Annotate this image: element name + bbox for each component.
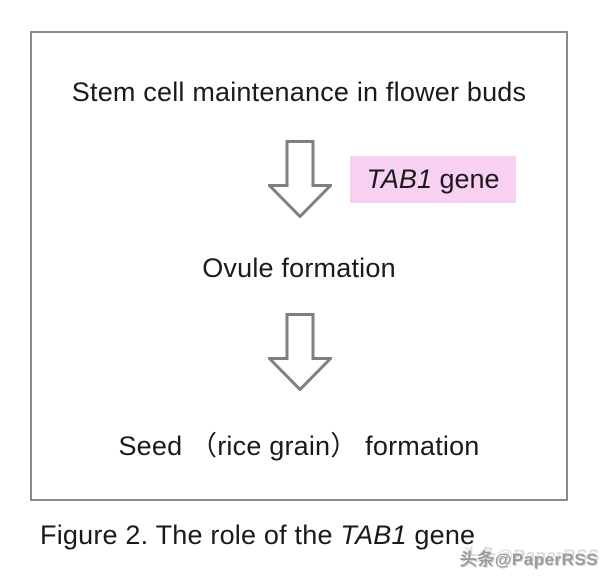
down-arrow-icon [268, 140, 332, 218]
step-stem-cell-maintenance: Stem cell maintenance in flower buds [71, 77, 527, 107]
gene-name-text: TAB1 [366, 164, 432, 194]
caption-suffix-text: gene [406, 520, 476, 550]
gene-word-text: gene [431, 164, 500, 194]
down-arrow-icon [268, 313, 332, 391]
caption-gene-text: TAB1 [340, 520, 407, 550]
watermark-text: 头条@PaperRSS [459, 550, 598, 569]
caption-prefix-text: Figure 2. The role of the [40, 520, 341, 550]
tab1-gene-highlight: TAB1 gene [350, 156, 516, 203]
step-ovule-formation: Ovule formation [202, 253, 396, 283]
figure-caption: Figure 2. The role of the TAB1 gene [40, 520, 475, 551]
step-seed-formation: Seed （rice grain） formation [118, 431, 480, 461]
diagram-border-box: Stem cell maintenance in flower buds TAB… [30, 31, 568, 501]
